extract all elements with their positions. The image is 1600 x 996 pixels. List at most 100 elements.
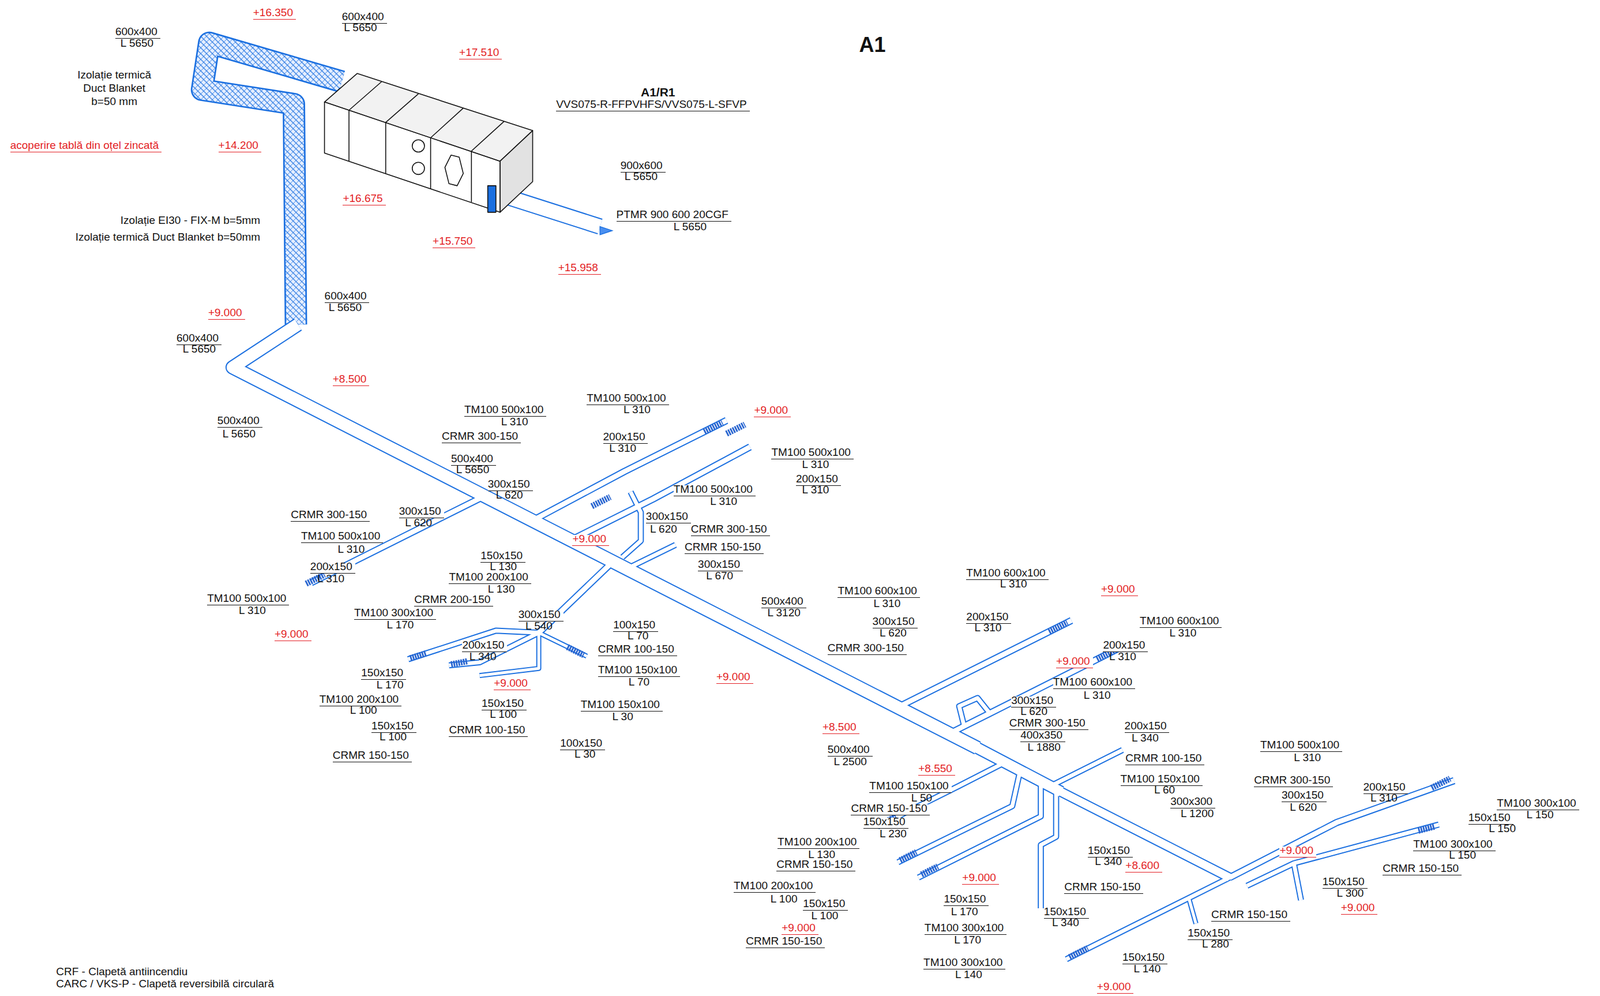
- length-label: L 3120: [767, 608, 800, 617]
- length-label: L 310: [802, 485, 830, 494]
- duct-size-label: TM100 150x100: [598, 665, 681, 677]
- outlet-marker: [599, 226, 612, 235]
- duct-size-label: 900x600: [620, 161, 666, 173]
- duct-size-label: TM100 600x100: [1053, 677, 1136, 689]
- duct-size-label: TM100 150x100: [869, 781, 952, 793]
- air-handling-unit: [348, 110, 350, 161]
- length-label: L 5650: [182, 344, 216, 353]
- length-label: L 300: [1336, 888, 1365, 897]
- air-handling-unit: [385, 94, 419, 123]
- insulated-duct: [201, 42, 342, 325]
- grille: [591, 496, 611, 506]
- length-label: L 150: [1526, 810, 1554, 819]
- duct-size-label: 200x150: [603, 432, 649, 444]
- duct-size-label: CRMR 150-150: [776, 859, 856, 871]
- duct-size-label: CRMR 150-150: [850, 804, 930, 815]
- insulated-duct: [201, 42, 342, 325]
- length-label: L 620: [496, 490, 524, 499]
- duct-inner: [622, 491, 641, 557]
- duct-inner: [948, 648, 1118, 734]
- elevation-label: +9.000: [753, 406, 791, 418]
- length-label: L 620: [650, 524, 678, 533]
- length-label: L 280: [1202, 939, 1230, 948]
- length-label: L 130: [487, 584, 516, 593]
- length-label: L 5650: [120, 39, 154, 48]
- duct-size-label: 150x150: [1322, 877, 1368, 889]
- elevation-label: +8.550: [918, 764, 956, 776]
- duct-size-label: TM100 300x100: [1413, 839, 1496, 851]
- duct-size-label: 200x150: [1363, 782, 1409, 794]
- duct-inner: [532, 420, 727, 521]
- outlet-marker: [599, 226, 612, 235]
- duct-size-label: 150x150: [863, 817, 909, 829]
- duct-size-label: TM100 200x100: [448, 572, 531, 584]
- grille: [1431, 778, 1451, 788]
- duct-size-label: 150x150: [1087, 846, 1133, 858]
- air-handling-unit: [471, 121, 505, 151]
- length-label: L 670: [705, 571, 734, 580]
- length-label: L 70: [628, 677, 650, 686]
- length-label: L 70: [627, 631, 649, 640]
- duct-size-label: TM100 500x100: [1260, 740, 1343, 752]
- duct-size-label: CRMR 300-150: [827, 643, 907, 655]
- duct-inner: [448, 632, 539, 666]
- duct-size-label: 200x150: [1124, 721, 1170, 733]
- duct-size-label: TM100 200x100: [777, 837, 860, 849]
- duct-size-label: 150x150: [361, 668, 407, 680]
- length-label: L 310: [1109, 652, 1137, 661]
- duct-size-label: 600x400: [324, 291, 370, 303]
- duct-inner: [232, 193, 1455, 959]
- elevation-label: +9.000: [716, 672, 754, 684]
- duct-size-label: 500x400: [451, 454, 497, 466]
- elevation-label: +9.000: [1101, 584, 1138, 596]
- duct-inner: [959, 697, 990, 727]
- duct-inner: [1188, 897, 1196, 923]
- length-label: L 130: [808, 850, 836, 859]
- length-label: L 620: [1289, 802, 1317, 811]
- length-label: L 310: [501, 417, 529, 426]
- duct-size-label: TM100 300x100: [923, 958, 1006, 969]
- duct-run: [1041, 788, 1057, 908]
- elevation-label: +9.000: [208, 308, 246, 320]
- length-label: L 5650: [673, 222, 707, 231]
- length-label: L 310: [609, 444, 637, 453]
- duct-size-label: 500x400: [761, 596, 807, 608]
- air-handling-unit: [324, 102, 501, 213]
- length-label: L 100: [770, 894, 798, 903]
- duct-inner: [918, 780, 1041, 878]
- length-label: L 310: [802, 460, 830, 469]
- duct-size-label: 300x150: [1011, 696, 1057, 708]
- note-text: Izolație termică Duct Blanket b=50 mm: [70, 68, 158, 108]
- duct-size-label: 500x400: [217, 416, 263, 428]
- duct-size-label: PTMR 900 600 20CGF: [616, 210, 732, 222]
- air-handling-unit: [412, 162, 425, 175]
- grille: [451, 660, 468, 664]
- elevation-label: +9.000: [1279, 846, 1317, 858]
- duct-run: [448, 632, 539, 666]
- duct-run: [1058, 790, 1230, 878]
- length-label: L 150: [1448, 850, 1476, 859]
- length-label: L 1200: [1180, 809, 1214, 818]
- length-label: L 340: [1094, 857, 1122, 866]
- length-label: L 5650: [222, 429, 256, 438]
- length-label: L 620: [1020, 707, 1048, 716]
- duct-size-label: 200x150: [1102, 640, 1148, 652]
- grille: [704, 422, 723, 432]
- elevation-label: +8.600: [1125, 861, 1163, 873]
- length-label: L 340: [1131, 733, 1159, 742]
- duct-size-label: CRMR 100-150: [448, 725, 528, 737]
- grille: [567, 646, 584, 655]
- length-label: L 340: [1052, 918, 1080, 927]
- duct-size-label: CRMR 100-150: [598, 644, 678, 656]
- elevation-label: +8.500: [822, 722, 860, 734]
- air-handling-unit: [385, 122, 387, 174]
- length-label: L 540: [525, 621, 553, 630]
- elevation-label: +14.200: [218, 141, 262, 153]
- duct-size-label: TM100 500x100: [586, 393, 669, 405]
- unit-tag: A1/R1: [640, 85, 676, 100]
- length-label: L 1880: [1027, 742, 1061, 751]
- length-label: L 5650: [328, 303, 362, 312]
- duct-size-label: CRMR 150-150: [1382, 864, 1462, 875]
- duct-size-label: TM100 500x100: [301, 531, 383, 543]
- duct-run: [1188, 897, 1196, 923]
